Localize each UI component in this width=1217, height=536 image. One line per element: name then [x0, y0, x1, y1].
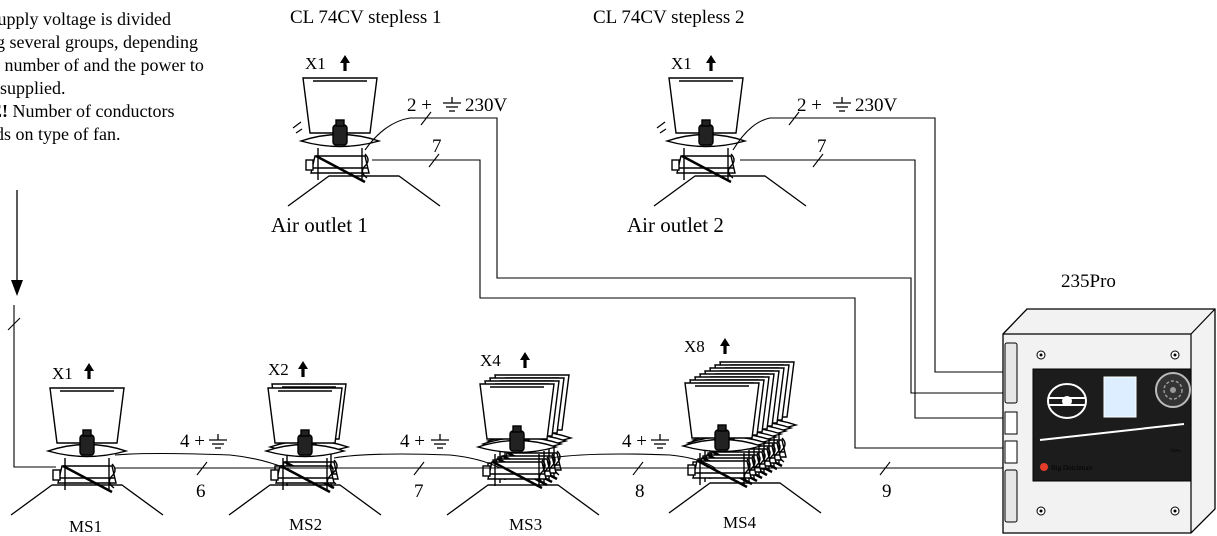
wall-mount-ms1 — [10, 484, 164, 516]
roof-unit-1-qty: X1 — [305, 54, 326, 73]
roof-unit-1-cable-power: 2 + — [407, 95, 432, 116]
airflow-up-icon — [298, 361, 308, 377]
earth-icon — [208, 433, 228, 449]
roof-fan-2-icon — [665, 76, 747, 184]
airflow-up-icon — [520, 352, 530, 368]
roof-unit-1-cable-count: 7 — [432, 136, 442, 157]
wall-cables — [7, 305, 1003, 476]
wall-unit-ms2-cable-count: 7 — [414, 481, 424, 502]
wall-unit-ms4-cable-count: 9 — [882, 481, 892, 502]
controller-model-tag: 235Pro — [1170, 448, 1182, 453]
wall-fan-ms4-icon — [681, 381, 763, 489]
roof-unit-1-title: CL 74CV stepless 1 — [290, 7, 441, 28]
roof-fan-1-icon — [299, 76, 381, 184]
wall-fan-ms2-icon — [264, 386, 346, 494]
roof-unit-1-voltage: 230V — [465, 95, 508, 116]
airflow-up-icon — [340, 55, 350, 71]
link-1-power: 4 + — [180, 431, 205, 452]
link-3-power: 4 + — [622, 431, 647, 452]
fan-logo-icon — [1047, 383, 1087, 419]
wall-cable-labels: 4 + 4 + 4 + 6 7 8 9 — [180, 431, 892, 502]
note-line-6: ends on type of fan. — [0, 124, 121, 144]
wall-unit-ms1: X1 MS1 — [10, 363, 164, 536]
note-line-2: ong several groups, depending — [0, 32, 198, 52]
brand-logo-icon — [1040, 463, 1048, 471]
wall-unit-ms1-name: MS1 — [69, 517, 102, 536]
roof-unit-2-cable-count: 7 — [817, 136, 827, 157]
adjust-icon — [292, 121, 303, 134]
airflow-up-icon — [706, 55, 716, 71]
wall-unit-ms4: X8 MS4 — [668, 337, 822, 532]
roof-unit-2: CL 74CV stepless 2 X1 Air outlet 2 2 + 2… — [593, 7, 898, 237]
wall-fan-ms3-icon — [476, 382, 558, 490]
supply-note: e supply voltage is divided ong several … — [0, 8, 298, 146]
note-line-3: the number of and the power to — [0, 55, 204, 75]
roof-cables — [364, 111, 1003, 449]
roof-unit-1-outlet: Air outlet 1 — [271, 213, 368, 237]
wall-unit-ms3-cable-count: 8 — [635, 481, 645, 502]
note-line-5: TE! Number of conductors — [0, 100, 298, 123]
wall-unit-ms3: X4 MS3 — [446, 351, 600, 534]
dial-knob-icon — [1155, 372, 1191, 408]
wall-unit-ms4-name: MS4 — [723, 513, 757, 532]
wall-unit-ms1-qty: X1 — [52, 364, 73, 383]
wall-mount-ms3 — [446, 484, 600, 516]
earth-icon — [442, 96, 462, 112]
earth-icon — [650, 433, 670, 449]
controller-brand: Big Dutchman — [1051, 464, 1093, 472]
wall-unit-ms2-qty: X2 — [268, 360, 289, 379]
controller-display — [1103, 376, 1137, 418]
roof-unit-2-qty: X1 — [671, 54, 692, 73]
note-warning: TE! — [0, 101, 9, 121]
roof-unit-2-title: CL 74CV stepless 2 — [593, 7, 744, 28]
supply-arrow — [11, 190, 23, 296]
link-2-power: 4 + — [400, 431, 425, 452]
wall-unit-ms2: X2 MS2 — [228, 360, 382, 534]
airflow-up-icon — [84, 363, 94, 379]
wall-fan-ms1-icon — [46, 386, 128, 494]
earth-icon — [430, 433, 450, 449]
wall-mount-ms2 — [228, 484, 382, 516]
wall-unit-ms2-name: MS2 — [289, 515, 322, 534]
wall-mount-ms4 — [668, 482, 822, 514]
wall-unit-ms3-name: MS3 — [509, 515, 542, 534]
roof-unit-1: CL 74CV stepless 1 X1 Air outlet 1 2 + 2… — [271, 7, 508, 237]
controller-235pro: 235Pro — [1002, 271, 1216, 534]
note-line-5-text: Number of conductors — [8, 101, 175, 121]
wall-unit-ms3-qty: X4 — [480, 351, 501, 370]
adjust-icon — [656, 121, 667, 134]
airflow-up-icon — [720, 338, 730, 354]
roof-unit-2-voltage: 230V — [855, 95, 898, 116]
roof-unit-2-cable-power: 2 + — [797, 95, 822, 116]
wall-unit-ms1-cable-count: 6 — [196, 481, 206, 502]
note-line-1: e supply voltage is divided — [0, 9, 171, 29]
roof-unit-2-outlet: Air outlet 2 — [627, 213, 724, 237]
note-line-4: supplied. — [0, 78, 66, 98]
wall-unit-ms4-qty: X8 — [684, 337, 705, 356]
earth-icon — [832, 96, 852, 112]
controller-label: 235Pro — [1061, 271, 1116, 292]
